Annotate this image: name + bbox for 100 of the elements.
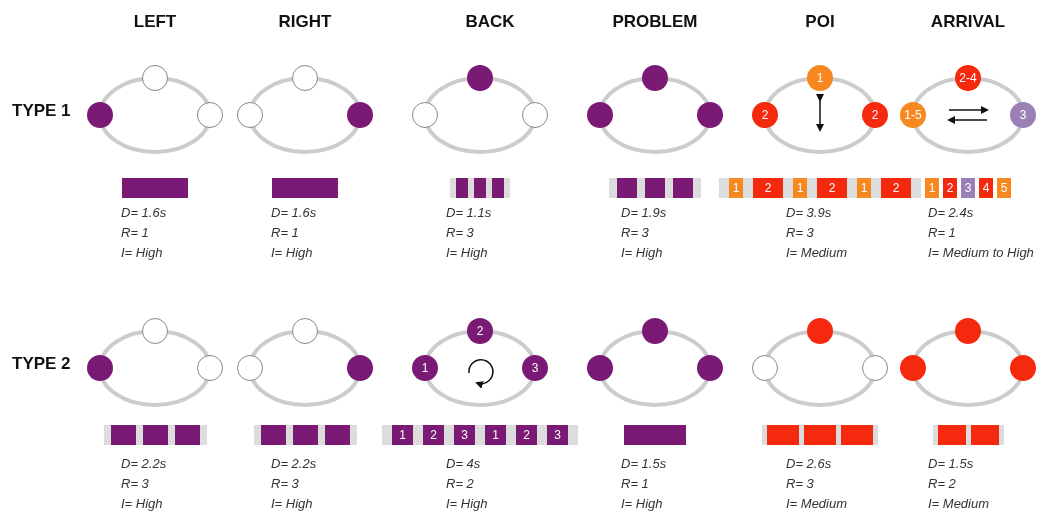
timeline-segment	[174, 425, 200, 445]
timeline-segment: 1	[857, 178, 871, 198]
metric-text: D= 1.6s	[271, 205, 317, 220]
column-heading: RIGHT	[278, 12, 332, 32]
position-circle	[142, 318, 168, 344]
position-circle	[697, 102, 723, 128]
metric-text: R= 1	[271, 225, 299, 240]
timeline-segment	[324, 425, 350, 445]
metric-text: D= 2.6s	[786, 456, 832, 471]
numbered-circle: 2	[752, 102, 778, 128]
position-circle	[347, 355, 373, 381]
numbered-circle: 1	[412, 355, 438, 381]
column-heading: PROBLEM	[612, 12, 698, 32]
timeline-segment	[937, 425, 966, 445]
timeline-segment: 2	[943, 178, 957, 198]
timeline-segment: 2	[817, 178, 847, 198]
timeline-segment	[673, 178, 693, 198]
timeline-segment	[292, 425, 318, 445]
timeline-segment	[617, 178, 637, 198]
column-heading: BACK	[465, 12, 515, 32]
timeline-segment	[142, 425, 168, 445]
position-circle	[292, 65, 318, 91]
numbered-circle: 3	[522, 355, 548, 381]
timeline-segment: 2	[516, 425, 537, 445]
timeline-segment: 2	[753, 178, 783, 198]
position-circle	[197, 355, 223, 381]
timeline-segment	[122, 178, 188, 198]
metric-text: D= 1.6s	[121, 205, 167, 220]
metric-text: D= 4s	[446, 456, 481, 471]
timeline-segment: 5	[997, 178, 1011, 198]
numbered-circle: 2-4	[955, 65, 981, 91]
position-circle	[697, 355, 723, 381]
metric-text: I= High	[621, 245, 663, 260]
metric-text: R= 3	[271, 476, 299, 491]
position-circle	[467, 65, 493, 91]
metric-text: D= 1.5s	[928, 456, 974, 471]
metric-text: R= 1	[621, 476, 649, 491]
metric-text: I= Medium	[786, 245, 848, 260]
position-circle	[347, 102, 373, 128]
metric-text: D= 1.1s	[446, 205, 492, 220]
metric-text: R= 1	[121, 225, 149, 240]
position-circle	[955, 318, 981, 344]
position-circle	[642, 65, 668, 91]
column-heading: POI	[805, 12, 835, 32]
position-circle	[237, 102, 263, 128]
metric-text: I= Medium	[786, 496, 848, 511]
timeline-segment	[272, 178, 338, 198]
metric-text: I= High	[446, 245, 488, 260]
timeline-segment: 2	[423, 425, 444, 445]
numbered-circle: 1	[807, 65, 833, 91]
metric-text: I= High	[121, 245, 163, 260]
position-circle	[522, 102, 548, 128]
position-circle	[807, 318, 833, 344]
timeline-segment: 3	[547, 425, 568, 445]
timeline-segment: 1	[485, 425, 506, 445]
metric-text: I= Medium to High	[928, 245, 1034, 260]
numbered-circle: 2	[862, 102, 888, 128]
position-circle	[752, 355, 778, 381]
metric-text: D= 2.4s	[928, 205, 974, 220]
position-circle	[862, 355, 888, 381]
position-circle	[87, 355, 113, 381]
position-circle	[142, 65, 168, 91]
timeline-segment: 1	[925, 178, 939, 198]
column-heading: ARRIVAL	[930, 12, 1006, 32]
metric-text: I= High	[271, 496, 313, 511]
timeline-segment	[645, 178, 665, 198]
position-circle	[292, 318, 318, 344]
metric-text: R= 3	[786, 476, 814, 491]
metric-text: I= High	[121, 496, 163, 511]
timeline-segment	[970, 425, 999, 445]
metric-text: I= High	[271, 245, 313, 260]
timeline-segment	[804, 425, 836, 445]
metric-text: D= 1.9s	[621, 205, 667, 220]
metric-text: D= 3.9s	[786, 205, 832, 220]
row-heading: TYPE 2	[12, 354, 71, 374]
timeline-segment: 1	[729, 178, 743, 198]
metric-text: I= Medium	[928, 496, 990, 511]
metric-text: I= High	[446, 496, 488, 511]
metric-text: D= 2.2s	[271, 456, 317, 471]
numbered-circle: 2	[467, 318, 493, 344]
metric-text: R= 3	[446, 225, 474, 240]
metric-text: R= 2	[928, 476, 956, 491]
position-circle	[237, 355, 263, 381]
numbered-circle: 1-5	[900, 102, 926, 128]
metric-text: R= 3	[621, 225, 649, 240]
numbered-circle: 3	[1010, 102, 1036, 128]
timeline-segment	[841, 425, 873, 445]
metric-text: D= 1.5s	[621, 456, 667, 471]
position-circle	[1010, 355, 1036, 381]
timeline-segment	[624, 425, 686, 445]
metric-text: R= 2	[446, 476, 474, 491]
position-circle	[587, 355, 613, 381]
timeline-segment: 3	[454, 425, 475, 445]
metric-text: R= 3	[121, 476, 149, 491]
metric-text: I= High	[621, 496, 663, 511]
position-circle	[87, 102, 113, 128]
timeline-segment	[492, 178, 504, 198]
timeline-segment: 2	[881, 178, 911, 198]
timeline-segment: 1	[392, 425, 413, 445]
timeline-segment	[260, 425, 286, 445]
